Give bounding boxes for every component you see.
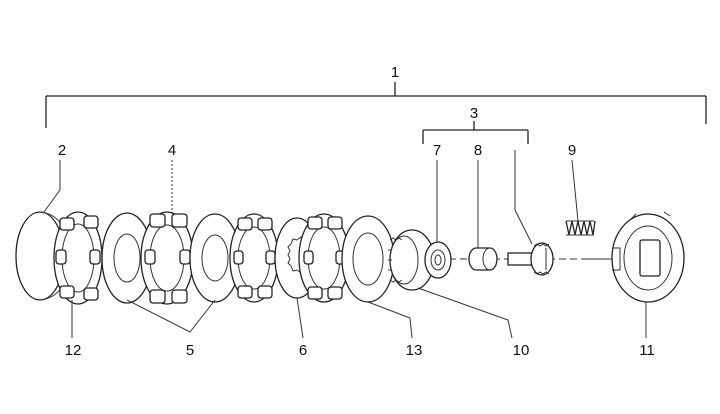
label-1: 1 <box>391 64 399 81</box>
label-7: 7 <box>433 142 441 159</box>
label-10: 10 <box>513 342 530 359</box>
label-5: 5 <box>186 342 194 359</box>
intermediate-cage-plate <box>229 213 279 303</box>
label-4: 4 <box>168 142 176 159</box>
part-10-hub <box>388 229 435 291</box>
assembly-bracket-1 <box>45 82 707 128</box>
part-4-clutch-plate <box>140 211 194 305</box>
part-7-bearing <box>424 241 452 279</box>
part-5-friction-disc-b <box>189 213 241 303</box>
label-6: 6 <box>299 342 307 359</box>
label-9: 9 <box>568 142 576 159</box>
label-2: 2 <box>58 142 66 159</box>
label-3: 3 <box>470 105 478 122</box>
leader-lines <box>43 150 647 339</box>
label-13: 13 <box>406 342 423 359</box>
label-8: 8 <box>474 142 482 159</box>
label-12: 12 <box>65 342 82 359</box>
part-8-bushing <box>468 247 498 271</box>
part-13-thin-disc <box>341 215 395 303</box>
pinion-shaft <box>507 242 554 276</box>
label-11: 11 <box>639 342 655 359</box>
subassembly-bracket-3 <box>422 121 529 144</box>
part-12-retainer-cage <box>53 211 103 305</box>
part-11-housing <box>586 211 685 303</box>
part-9-spring <box>565 220 596 236</box>
